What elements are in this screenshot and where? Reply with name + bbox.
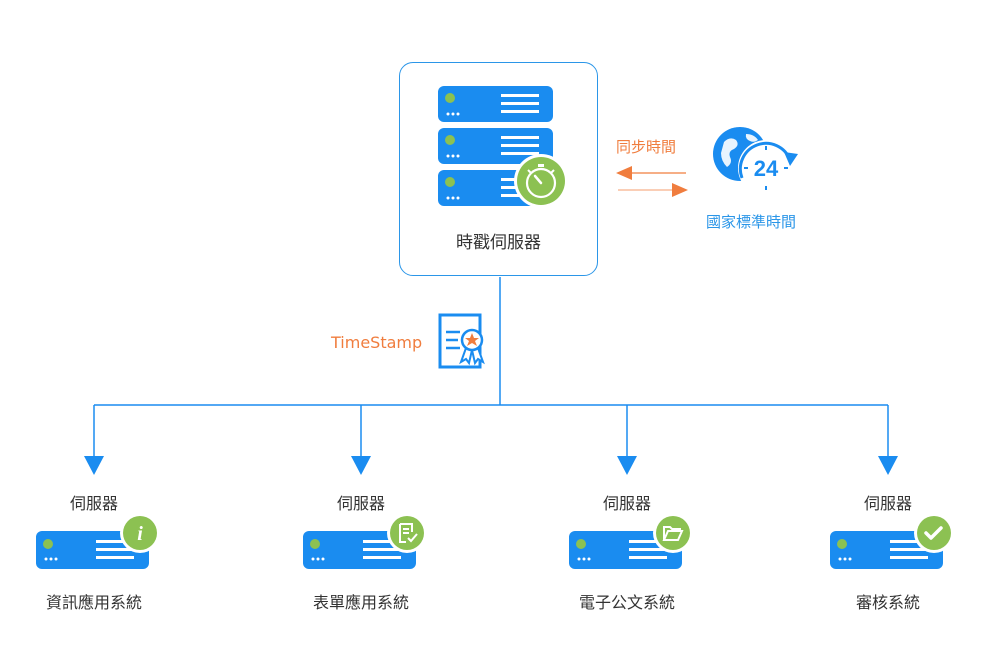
server-icon: i <box>36 513 160 569</box>
main-server-label: 時戳伺服器 <box>456 233 541 253</box>
info-icon: i <box>120 513 160 553</box>
node-title: 伺服器 <box>863 494 912 513</box>
checkmark-icon <box>914 513 954 553</box>
server-icon <box>303 513 427 569</box>
server-icon <box>569 513 693 569</box>
arrow-down-icon <box>351 456 371 475</box>
info-glyph: i <box>137 523 143 545</box>
globe-24-hour-icon: 24 <box>713 127 798 196</box>
node-system-name: 審核系統 <box>855 593 920 612</box>
bidirectional-arrows-icon <box>616 166 688 197</box>
node-system-name: 電子公文系統 <box>578 593 675 612</box>
arrow-down-icon <box>84 456 104 475</box>
24-hour-text: 24 <box>754 156 779 181</box>
node-system-name: 表單應用系統 <box>312 593 409 612</box>
national-standard-time-label: 國家標準時間 <box>706 213 797 231</box>
arrow-down-icon <box>617 456 637 475</box>
certificate-icon <box>438 313 485 369</box>
server-icon <box>830 513 954 569</box>
sync-time-label: 同步時間 <box>616 138 677 156</box>
node-title: 伺服器 <box>69 494 118 513</box>
form-check-icon <box>387 513 427 553</box>
timestamp-label: TimeStamp <box>331 333 423 352</box>
node-title: 伺服器 <box>336 494 385 513</box>
arrow-down-icon <box>878 456 898 475</box>
stopwatch-icon <box>514 154 568 208</box>
node-system-name: 資訊應用系統 <box>45 593 142 612</box>
folder-open-icon <box>653 513 693 553</box>
node-title: 伺服器 <box>602 494 651 513</box>
server-stack-with-stopwatch-icon <box>438 86 568 208</box>
